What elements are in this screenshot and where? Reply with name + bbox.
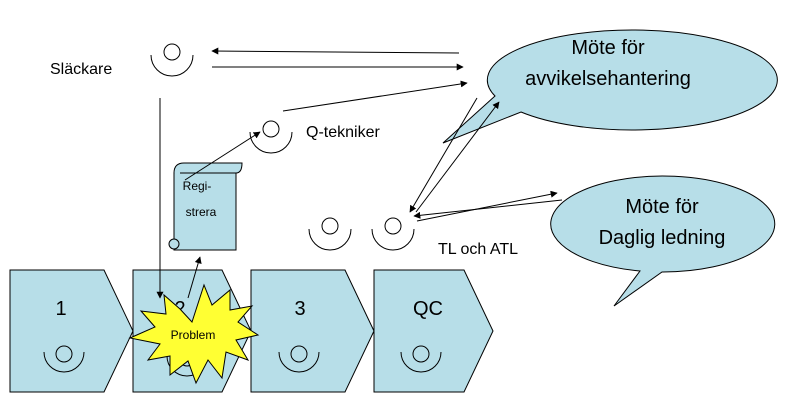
station-1-label: 1 — [55, 298, 66, 320]
problem-burst: Problem — [128, 283, 260, 385]
atl-person-icon — [371, 217, 415, 251]
station-qc: QC — [373, 269, 494, 393]
bubble-avvikelse-line2: avvikelsehantering — [525, 68, 691, 90]
tl-person-icon — [308, 217, 352, 251]
bubble-daglig-line1: Möte för — [625, 196, 699, 218]
operator-icon — [55, 345, 73, 363]
arrow-daglig-to-atl — [413, 199, 563, 219]
slackare-person-icon — [150, 43, 194, 77]
q-tekniker-person-icon — [249, 120, 293, 154]
problem-label: Problem — [171, 328, 216, 342]
bubble-avvikelsehantering: Möte för avvikelsehantering — [442, 29, 778, 144]
bubble-daglig-line2: Daglig ledning — [599, 227, 726, 249]
tl-och-atl-label: TL och ATL — [438, 241, 518, 258]
slackare-label: Släckare — [50, 61, 112, 78]
register-label-line2: strera — [186, 205, 217, 219]
operator-icon-arc — [400, 351, 442, 373]
arrow-register-to-qtekniker — [184, 131, 261, 181]
bubble-daglig-ledning: Möte för Daglig ledning — [550, 175, 776, 307]
operator-icon — [412, 345, 430, 363]
station-qc-label: QC — [413, 298, 443, 320]
arrow-problem-to-register — [187, 256, 202, 299]
arrow-atl-to-daglig — [416, 190, 558, 222]
register-scroll: Regi- strera — [168, 162, 243, 251]
station-1: 1 — [9, 269, 134, 393]
station-3: 3 — [250, 269, 375, 393]
operator-icon — [290, 345, 308, 363]
bubble-avvikelse-line1: Möte för — [571, 37, 645, 59]
register-label-line1: Regi- — [183, 179, 212, 193]
arrow-qtekniker-to-meeting — [282, 80, 468, 112]
flow-arrows — [156, 47, 563, 299]
q-tekniker-label: Q-tekniker — [306, 124, 380, 141]
arrow-meeting-to-atl — [409, 97, 478, 213]
arrow-atl-to-meeting — [415, 101, 500, 213]
arrow-meeting-to-slackare — [211, 47, 460, 55]
station-3-label: 3 — [294, 298, 305, 320]
operator-icon-arc — [278, 351, 320, 373]
operator-icon-arc — [43, 351, 85, 373]
